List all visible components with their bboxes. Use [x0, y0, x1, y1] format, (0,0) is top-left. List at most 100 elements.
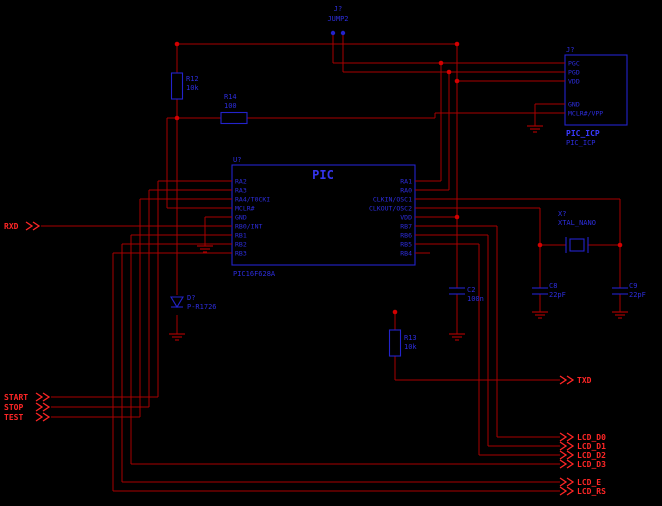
net-label-lcd-d2[interactable]: LCD_D2 — [559, 450, 606, 460]
wire-left-bus — [51, 180, 560, 492]
net-label-rxd[interactable]: RXD — [4, 221, 41, 231]
net-label-lcd-rs[interactable]: LCD_RS — [559, 486, 606, 496]
icp-pin-label: VDD — [568, 78, 580, 86]
output-chevron-icon — [559, 441, 575, 451]
pic-pin-label: VDD — [400, 214, 412, 222]
r12-value: 10k — [186, 84, 199, 92]
icp-name: PIC_ICP — [566, 129, 600, 138]
output-chevron-icon — [559, 486, 575, 496]
net-label-start[interactable]: START — [4, 392, 51, 402]
xtal-ref: X? — [558, 210, 566, 218]
c2-ref: C2 — [467, 286, 475, 294]
wire-net-lcd-data-right — [430, 225, 560, 456]
pic-pin-label: GND — [235, 214, 247, 222]
reset-value: P-R1726 — [187, 303, 217, 311]
pic-pin-label: RB5 — [400, 241, 412, 249]
wire-net-osc — [430, 198, 621, 288]
c8-ref: C8 — [549, 282, 557, 290]
pic-title: PIC — [312, 168, 334, 182]
icsp-connector[interactable]: J? PGC PGD VDD GND MCLR#/VPP PIC_ICP PIC… — [550, 46, 628, 147]
wire-net-pgc-pgd — [332, 33, 550, 191]
svg-text:STOP: STOP — [4, 403, 23, 412]
resistor-r14[interactable]: R14 100 — [220, 93, 248, 125]
gnd-symbol — [532, 311, 548, 319]
r13-ref: R13 — [404, 334, 417, 342]
pic-value: PIC16F628A — [233, 270, 276, 278]
r12-ref: R12 — [186, 75, 199, 83]
wire-net-vdd — [176, 43, 550, 288]
gnd-symbol — [169, 333, 185, 341]
pic-pin-label: CLKOUT/OSC2 — [369, 205, 412, 213]
xtal-value: XTAL_NANO — [558, 219, 596, 227]
reset-diode[interactable]: D? P-R1726 — [170, 294, 217, 311]
jumper-pin — [340, 30, 346, 36]
pic-mcu[interactable]: U? PIC PIC16F628A RA2 RA3 — [217, 156, 430, 278]
junction-dots — [174, 41, 623, 315]
output-chevron-icon — [559, 450, 575, 460]
net-label-lcd-d1[interactable]: LCD_D1 — [559, 441, 606, 451]
pic-pin-label: MCLR# — [235, 205, 255, 213]
gnd-symbol — [527, 125, 543, 133]
net-label-stop[interactable]: STOP — [4, 402, 51, 412]
crystal-x1[interactable]: X? XTAL_NANO — [558, 210, 596, 253]
net-label-txd[interactable]: TXD — [559, 375, 592, 385]
capacitor-c8[interactable]: C8 22pF — [532, 282, 566, 299]
pic-pin-label: RB0/INT — [235, 223, 262, 231]
gnd-symbol — [612, 311, 628, 319]
pic-pin-label: RB3 — [235, 250, 247, 258]
svg-text:START: START — [4, 393, 28, 402]
pic-pin-label: RB6 — [400, 232, 412, 240]
r14-value: 100 — [224, 102, 237, 110]
reset-ref: D? — [187, 294, 195, 302]
icp-ref: J? — [566, 46, 574, 54]
pic-pin-label: RA3 — [235, 187, 247, 195]
pic-pin-label: RB4 — [400, 250, 412, 258]
output-chevron-icon — [559, 459, 575, 469]
pic-pin-label: RA0 — [400, 187, 412, 195]
pic-pin-label: RA2 — [235, 178, 247, 186]
net-label-lcd-d3[interactable]: LCD_D3 — [559, 459, 606, 469]
c9-ref: C9 — [629, 282, 637, 290]
pic-right-pins — [415, 180, 430, 254]
jump2-value: JUMP2 — [327, 15, 348, 23]
icp-value: PIC_ICP — [566, 139, 596, 147]
svg-text:LCD_D3: LCD_D3 — [577, 460, 606, 469]
icp-pin-label: MCLR#/VPP — [568, 110, 603, 118]
input-chevron-icon — [35, 412, 51, 422]
c9-value: 22pF — [629, 291, 646, 299]
icp-pins — [550, 62, 565, 114]
net-label-test[interactable]: TEST — [4, 412, 51, 422]
output-chevron-icon — [559, 477, 575, 487]
pic-pin-label: RB2 — [235, 241, 247, 249]
pic-pin-label: RB7 — [400, 223, 412, 231]
pic-pin-label: RA1 — [400, 178, 412, 186]
icp-pin-label: PGC — [568, 60, 580, 68]
wire-net-txd — [394, 312, 560, 381]
capacitor-c2[interactable]: C2 100n — [449, 286, 484, 303]
capacitor-c9[interactable]: C9 22pF — [612, 282, 646, 299]
icp-pin-label: GND — [568, 101, 580, 109]
input-chevron-icon — [25, 221, 41, 231]
pic-pin-label: RB1 — [235, 232, 247, 240]
net-label-lcd-d0[interactable]: LCD_D0 — [559, 432, 606, 442]
resistor-r12[interactable]: R12 10k — [170, 72, 200, 100]
r14-ref: R14 — [224, 93, 237, 101]
svg-text:LCD_D2: LCD_D2 — [577, 451, 606, 460]
jump2-ref: J? — [334, 5, 342, 13]
gnd-symbol — [197, 245, 213, 253]
output-chevron-icon — [559, 432, 575, 442]
svg-text:RXD: RXD — [4, 222, 19, 231]
gnd-symbol — [449, 333, 465, 341]
c2-value: 100n — [467, 295, 484, 303]
pic-ref: U? — [233, 156, 241, 164]
wire-net-mclr — [166, 99, 550, 334]
svg-text:TEST: TEST — [4, 413, 23, 422]
pic-pin-label: RA4/T0CKI — [235, 196, 270, 204]
resistor-r13[interactable]: R13 10k — [388, 329, 418, 357]
net-label-lcd-e[interactable]: LCD_E — [559, 477, 601, 487]
icp-pin-label: PGD — [568, 69, 580, 77]
jumper-jump2[interactable]: J? JUMP2 — [327, 5, 349, 36]
r13-value: 10k — [404, 343, 417, 351]
